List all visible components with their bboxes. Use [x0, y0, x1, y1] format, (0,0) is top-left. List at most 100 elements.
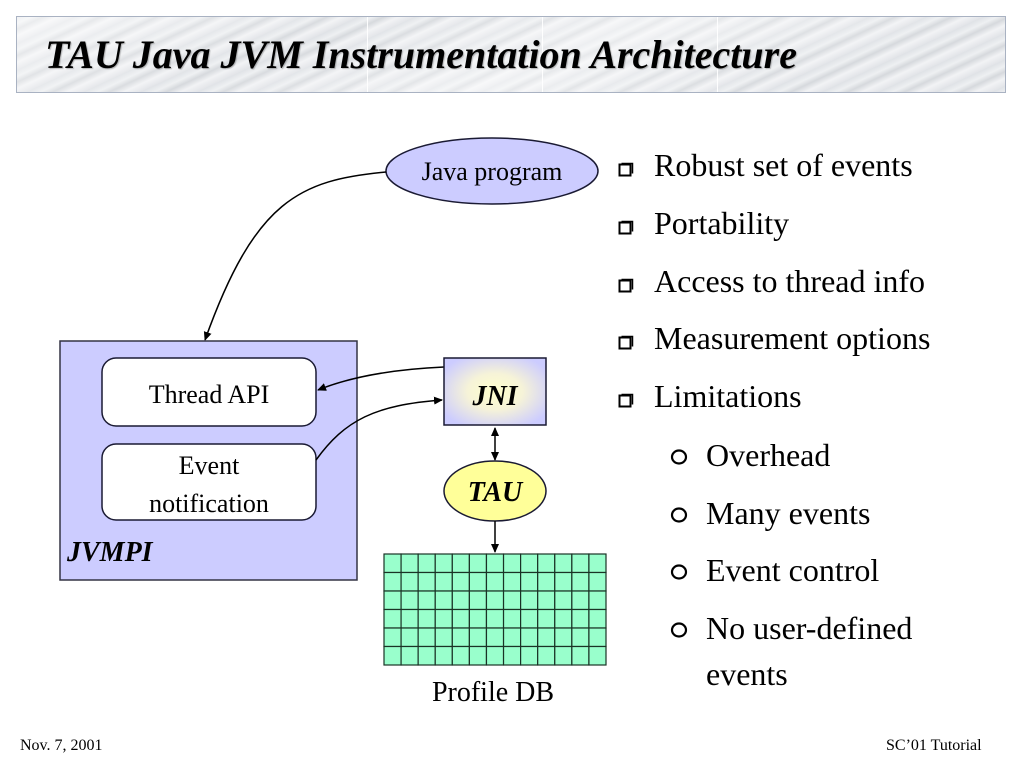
profile-db-cell	[451, 590, 470, 611]
profile-db-cell	[520, 608, 539, 629]
profile-db-cell	[468, 553, 488, 574]
profile-db-cell	[417, 627, 436, 648]
bullet-text: Limitations	[654, 378, 802, 414]
title-bar-seam	[367, 17, 368, 92]
profile-db-label: Profile DB	[432, 677, 554, 708]
event-notification-label-line2: notification	[149, 489, 269, 518]
title-bar-seam	[717, 17, 718, 92]
jni-label: JNI	[471, 381, 518, 412]
jvmpi-node: JVMPI Thread API Event notification	[59, 340, 358, 581]
hollow-square-bullet-icon	[618, 335, 634, 350]
profile-db-cell	[434, 571, 453, 592]
profile-db-cell	[537, 571, 556, 592]
profile-db-cell	[554, 590, 573, 611]
event-notification-to-jni-arrow	[315, 396, 443, 461]
profile-db-cell	[485, 553, 505, 574]
sub-bullet-text: events	[706, 656, 788, 692]
sub-bullet-text: Many events	[706, 495, 871, 531]
profile-db-cell	[588, 571, 607, 592]
profile-db-cell	[554, 571, 573, 592]
profile-db-cell	[451, 608, 470, 629]
profile-db-cell	[468, 590, 488, 611]
footer-event: SC’01 Tutorial	[886, 737, 982, 754]
profile-db-cell	[383, 553, 402, 574]
profile-db-cell	[451, 553, 470, 574]
tau-node: TAU	[443, 460, 547, 522]
profile-db-cell	[451, 627, 470, 648]
profile-db-cell	[502, 571, 522, 592]
hollow-square-bullet-icon	[618, 393, 634, 408]
slide-title: TAU Java JVM Instrumentation Architectur…	[45, 32, 797, 77]
profile-db-cell	[417, 553, 436, 574]
profile-db-cell	[400, 627, 419, 648]
hollow-circle-bullet-icon	[670, 449, 688, 465]
title-bar: TAU Java JVM Instrumentation Architectur…	[16, 16, 1006, 93]
profile-db-cell	[537, 553, 556, 574]
profile-db-cell	[468, 608, 488, 629]
jni-to-thread-api-arrow	[317, 366, 445, 391]
profile-db-cell	[571, 608, 590, 629]
profile-db-cell	[417, 608, 436, 629]
profile-db-cell	[502, 608, 522, 629]
profile-db-cell	[520, 627, 539, 648]
footer-date: Nov. 7, 2001	[20, 737, 103, 754]
profile-db-cell	[451, 571, 470, 592]
java-program-label: Java program	[422, 157, 563, 186]
profile-db-cell	[502, 645, 522, 666]
java-to-jvmpi-arrow	[203, 171, 387, 341]
title-bar-seam	[542, 17, 543, 92]
profile-db-cell	[520, 571, 539, 592]
profile-db-cell	[417, 590, 436, 611]
bullet-text: Access to thread info	[654, 263, 926, 299]
profile-db-cell	[537, 627, 556, 648]
hollow-square-bullet-icon	[618, 220, 634, 235]
profile-db-cell	[400, 553, 419, 574]
profile-db-cell	[468, 571, 488, 592]
jni-node: JNI	[443, 357, 547, 426]
java-program-node: Java program	[385, 137, 599, 205]
profile-db-cell	[502, 553, 522, 574]
profile-db-cell	[588, 645, 607, 666]
profile-db-cell	[485, 590, 505, 611]
profile-db-cell	[434, 553, 453, 574]
profile-db-cell	[468, 645, 488, 666]
hollow-circle-bullet-icon	[670, 564, 688, 580]
profile-db-cell	[485, 627, 505, 648]
profile-db-cell	[485, 571, 505, 592]
profile-db-cell	[400, 645, 419, 666]
hollow-square-bullet-icon	[618, 278, 634, 293]
profile-db-cell	[383, 608, 402, 629]
profile-db-cell	[451, 645, 470, 666]
profile-db-cell	[520, 553, 539, 574]
profile-db-cell	[571, 627, 590, 648]
profile-db-cell	[485, 645, 505, 666]
bullet-text: Measurement options	[654, 320, 931, 356]
sub-bullet-text: Event control	[706, 552, 880, 588]
profile-db-cell	[588, 590, 607, 611]
profile-db-cell	[417, 571, 436, 592]
profile-db-cell	[588, 608, 607, 629]
event-notification-box	[101, 443, 317, 521]
profile-db-cell	[554, 608, 573, 629]
java-program-ellipse	[385, 137, 599, 205]
profile-db-cell	[383, 571, 402, 592]
profile-db-cell	[400, 590, 419, 611]
profile-db-cell	[502, 627, 522, 648]
profile-db-cell	[588, 627, 607, 648]
tau-label: TAU	[468, 477, 524, 508]
profile-db-cell	[537, 645, 556, 666]
profile-db-cell	[537, 608, 556, 629]
profile-db-cell	[417, 645, 436, 666]
profile-db-cell	[383, 645, 402, 666]
profile-db-cell	[554, 553, 573, 574]
profile-db-cell	[571, 645, 590, 666]
profile-db-cell	[468, 627, 488, 648]
profile-db-cell	[520, 590, 539, 611]
profile-db-cell	[400, 608, 419, 629]
profile-db-cell	[383, 627, 402, 648]
hollow-circle-bullet-icon	[670, 622, 688, 638]
profile-db-cell	[554, 645, 573, 666]
thread-api-box	[101, 357, 317, 427]
bullet-text: Robust set of events	[654, 147, 913, 183]
